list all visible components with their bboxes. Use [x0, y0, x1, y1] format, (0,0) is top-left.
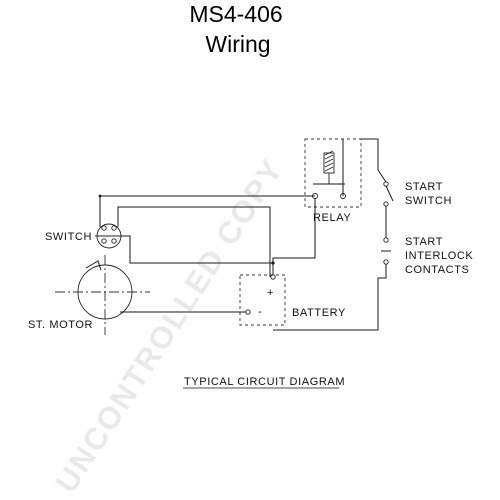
junction-dot-2: [98, 194, 102, 198]
wire-switch-feed: [117, 206, 271, 277]
wire-switch-lower: [119, 235, 273, 264]
interlock-label-1: START: [405, 236, 443, 248]
relay-label: RELAY: [313, 212, 351, 224]
starter-motor-icon: [55, 255, 150, 335]
battery-box: [239, 274, 286, 326]
start-switch-label-1: START: [405, 181, 443, 193]
st-motor-label: ST. MOTOR: [28, 319, 93, 331]
solenoid-switch-icon: [95, 223, 123, 249]
battery-minus-sign: -: [258, 306, 262, 318]
wire-relay-to-battery: [272, 198, 316, 275]
title-model: MS4-406: [189, 1, 282, 27]
start-switch-label-2: SWITCH: [405, 195, 452, 207]
wire-top: [99, 195, 315, 227]
wire-start-switch: [361, 138, 387, 183]
interlock-label-2: INTERLOCK: [405, 250, 473, 262]
battery-label: BATTERY: [292, 307, 346, 319]
wire-interlock-return: [273, 264, 387, 331]
switch-label: SWITCH: [45, 231, 92, 243]
diagram-caption: TYPICAL CIRCUIT DIAGRAM: [184, 376, 345, 388]
battery-positive-terminal: [270, 274, 276, 280]
relay-coil-icon: [313, 150, 345, 185]
relay-box: [304, 138, 362, 208]
interlock-label-3: CONTACTS: [405, 264, 469, 276]
start-switch-icon: [383, 181, 394, 207]
battery-plus-sign: +: [267, 287, 274, 299]
battery-negative-terminal: [245, 309, 251, 315]
interlock-contacts-icon: [381, 237, 391, 265]
title-wiring: Wiring: [205, 31, 270, 57]
junction-dot-1: [271, 261, 275, 265]
